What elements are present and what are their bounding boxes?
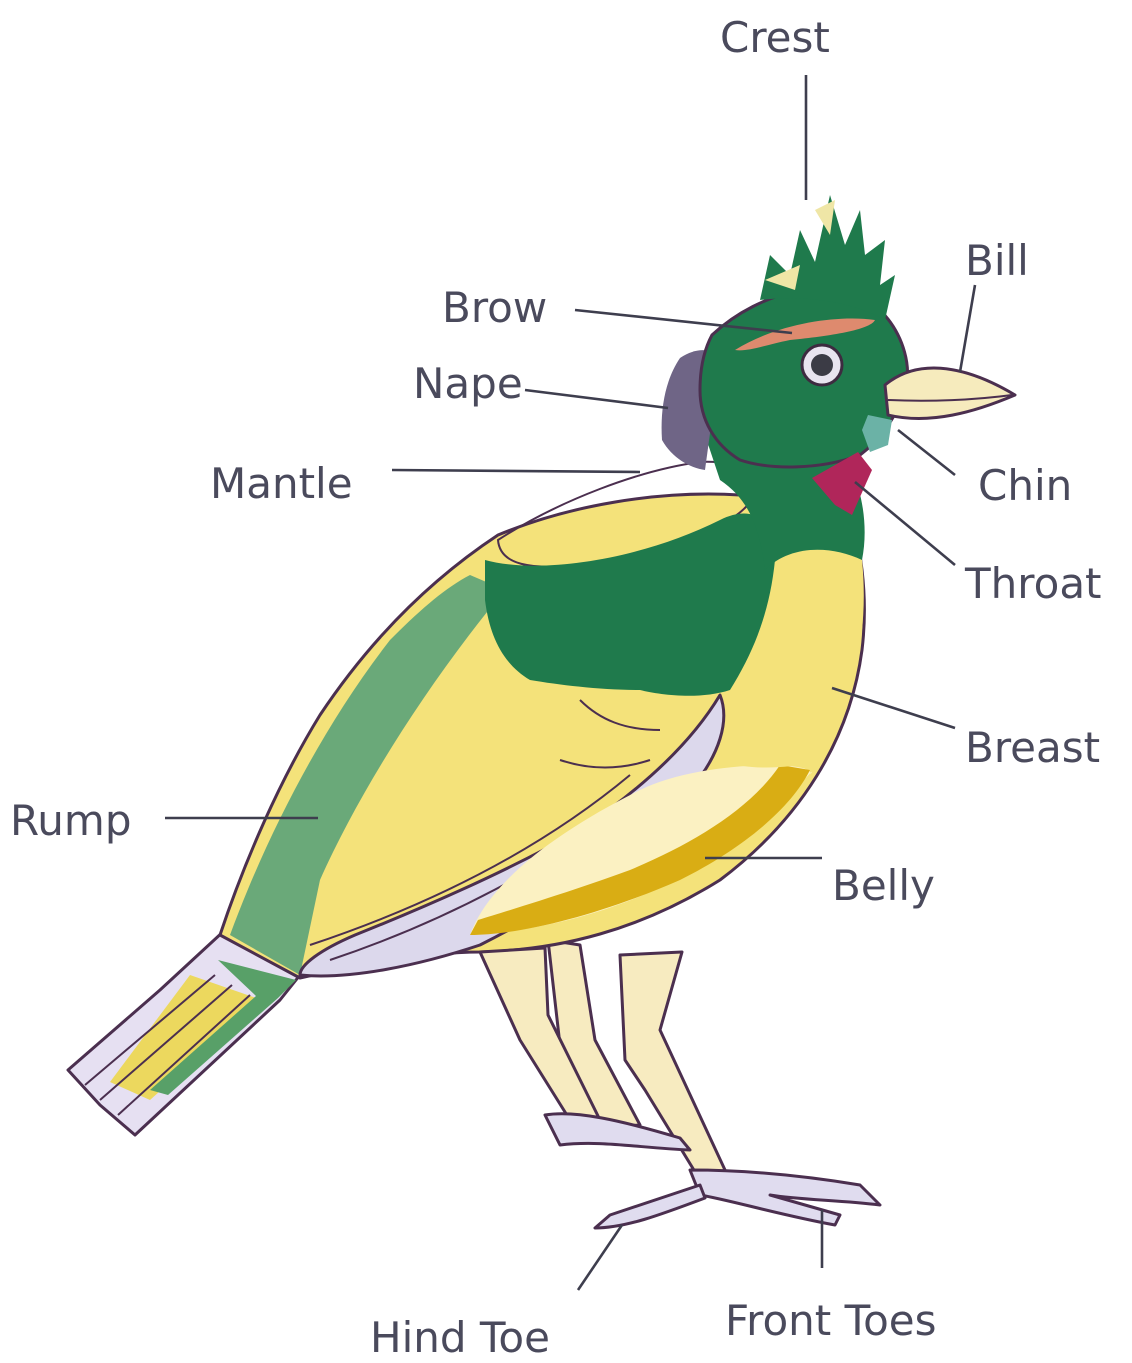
leader-nape <box>525 390 668 408</box>
hind-toe <box>595 1185 705 1228</box>
label-front-toes: Front Toes <box>725 1296 937 1345</box>
label-belly: Belly <box>832 861 935 910</box>
label-chin: Chin <box>978 461 1072 510</box>
bill <box>885 368 1015 418</box>
label-mantle: Mantle <box>210 459 353 508</box>
leader-breast <box>832 688 955 728</box>
label-brow: Brow <box>442 283 547 332</box>
label-nape: Nape <box>413 359 523 408</box>
front-toes <box>690 1170 880 1225</box>
leader-mantle <box>392 470 640 472</box>
eye-pupil <box>811 354 833 376</box>
label-crest: Crest <box>720 13 830 62</box>
bird-illustration <box>68 195 1015 1228</box>
label-bill: Bill <box>965 236 1029 285</box>
leader-chin <box>898 430 955 475</box>
label-throat: Throat <box>964 559 1102 608</box>
leader-bill <box>960 285 975 372</box>
leader-throat <box>855 482 955 565</box>
label-hind-toe: Hind Toe <box>370 1313 550 1362</box>
label-breast: Breast <box>965 723 1100 772</box>
leader-hind-toe <box>578 1225 622 1290</box>
label-rump: Rump <box>10 796 132 845</box>
